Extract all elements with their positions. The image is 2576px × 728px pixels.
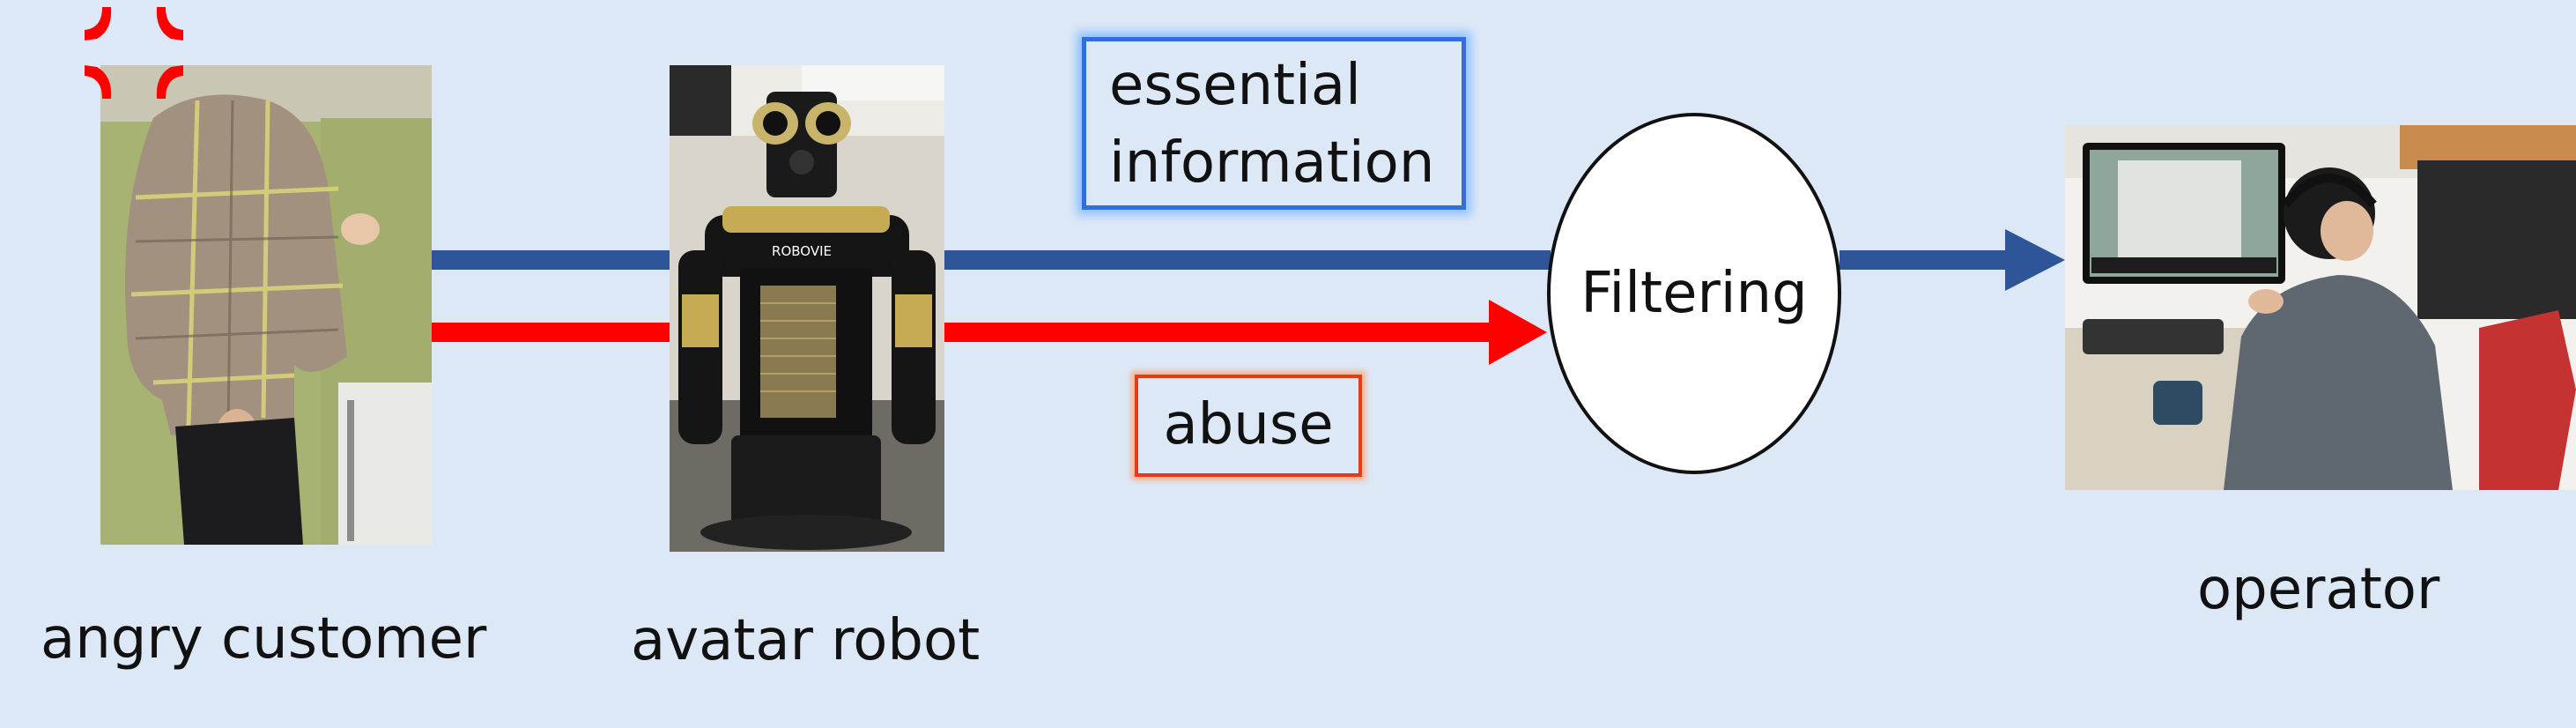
red-arrow-segment-customer-robot <box>432 323 670 342</box>
anger-symbol-icon <box>85 7 183 99</box>
caption-avatar-robot: avatar robot <box>631 608 981 673</box>
robot-badge-text: ROBOVIE <box>772 243 832 259</box>
blue-arrow-shaft-to-operator <box>1839 250 2007 270</box>
caption-operator: operator <box>2197 557 2440 622</box>
blue-arrow-segment-customer-robot <box>432 250 670 270</box>
operator-photo <box>2065 125 2576 490</box>
filtering-label: Filtering <box>1580 261 1808 326</box>
essential-information-line-1: essential <box>1109 53 1361 118</box>
caption-angry-customer: angry customer <box>41 606 487 672</box>
red-arrow-shaft <box>944 323 1491 342</box>
essential-information-line-2: information <box>1109 130 1435 196</box>
abuse-box: abuse <box>1135 375 1362 477</box>
blue-arrow-segment-robot-filter <box>944 250 1551 270</box>
filtering-node: Filtering <box>1547 113 1841 474</box>
abuse-label: abuse <box>1163 392 1334 457</box>
essential-information-box: essential information <box>1082 37 1466 210</box>
red-arrowhead <box>1489 300 1547 365</box>
robot-photo: ROBOVIE <box>670 65 944 552</box>
blue-arrowhead <box>2005 229 2065 291</box>
customer-photo <box>100 65 432 545</box>
